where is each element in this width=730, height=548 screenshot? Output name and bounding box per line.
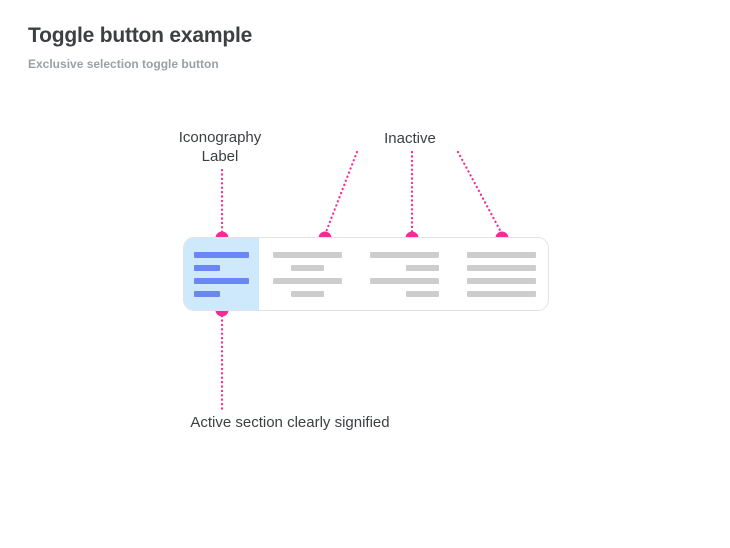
content-row [273, 290, 342, 297]
leader-line-inactive-4 [456, 150, 503, 234]
content-row [370, 290, 439, 297]
content-bar [467, 251, 536, 258]
content-row [370, 251, 439, 258]
page-subtitle: Exclusive selection toggle button [28, 57, 219, 71]
content-bar [194, 290, 221, 297]
content-bar [405, 290, 439, 297]
content-bar [290, 290, 325, 297]
content-bar [467, 264, 536, 271]
toggle-section-2-inactive[interactable] [259, 238, 356, 310]
callout-label-iconography: Iconography Label [120, 128, 320, 166]
callout-label-inactive: Inactive [384, 130, 436, 147]
content-row [194, 277, 249, 284]
callout-iconography-line1: Iconography [178, 129, 262, 146]
content-row [194, 251, 249, 258]
content-row [467, 264, 536, 271]
content-row [370, 277, 439, 284]
toggle-section-3-inactive[interactable] [356, 238, 453, 310]
content-bar [290, 264, 325, 271]
leader-line-inactive-2 [324, 150, 359, 234]
toggle-section-4-inactive[interactable] [453, 238, 548, 310]
content-bar [467, 290, 536, 297]
page-title: Toggle button example [28, 24, 253, 47]
content-bar [370, 277, 439, 284]
content-row [273, 251, 342, 258]
content-bar [273, 277, 342, 284]
toggle-section-1-active[interactable] [184, 238, 259, 310]
content-bar [273, 251, 342, 258]
content-bar [194, 277, 249, 284]
content-row [370, 264, 439, 271]
header: Toggle button example Exclusive selectio… [28, 22, 528, 72]
content-bar [467, 277, 536, 284]
content-row [194, 264, 249, 271]
content-bar [370, 251, 439, 258]
content-row [273, 277, 342, 284]
content-row [467, 277, 536, 284]
toggle-button-group[interactable] [183, 237, 549, 311]
content-row [467, 251, 536, 258]
content-row [194, 290, 249, 297]
content-bar [194, 264, 221, 271]
content-bar [194, 251, 249, 258]
content-row [273, 264, 342, 271]
content-bar [405, 264, 439, 271]
content-row [467, 290, 536, 297]
callout-label-active-section: Active section clearly signified [190, 414, 390, 431]
callout-iconography-line2: Label [201, 148, 239, 165]
